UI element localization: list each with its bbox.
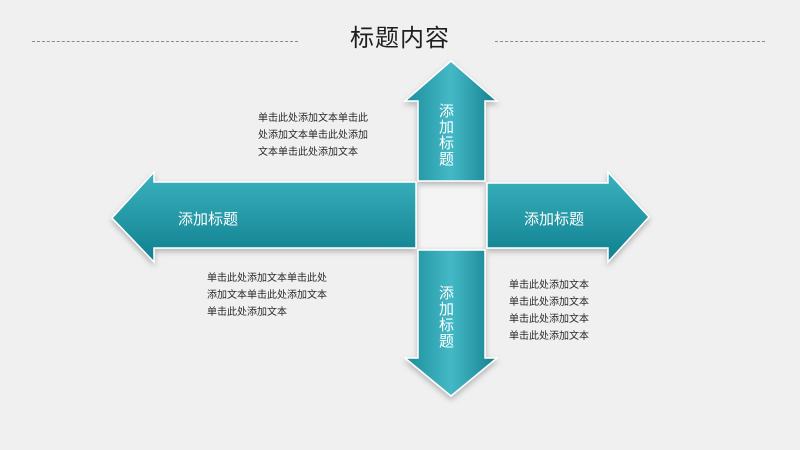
text-block-bottom-right[interactable]: 单击此处添加文本 单击此处添加文本 单击此处添加文本 单击此处添加文本 — [509, 277, 589, 345]
text-line: 单击此处添加文本 — [509, 314, 589, 325]
arrow-right-label[interactable]: 添加标题 — [524, 210, 585, 228]
text-line: 单击此处添加文本单击此处 — [207, 273, 327, 284]
text-line: 单击此处添加文本 — [509, 280, 589, 291]
arrow-left-label[interactable]: 添加标题 — [178, 210, 239, 228]
text-block-bottom-left[interactable]: 单击此处添加文本单击此处 添加文本单击此处添加文本 单击此处添加文本 — [207, 270, 327, 321]
title-divider-left — [32, 41, 298, 42]
text-line: 文本单击此处添加文本 — [258, 147, 358, 158]
slide-title[interactable]: 标题内容 — [350, 24, 450, 52]
text-line: 单击此处添加文本 — [509, 331, 589, 342]
text-line: 单击此处添加文本单击此 — [258, 113, 368, 124]
center-square — [419, 183, 484, 247]
arrow-down-label[interactable]: 添加标题 — [437, 285, 455, 349]
arrow-left[interactable] — [110, 170, 417, 264]
text-line: 单击此处添加文本 — [509, 297, 589, 308]
text-line: 处添加文本单击此处添加 — [258, 130, 368, 141]
arrow-down[interactable] — [402, 249, 500, 397]
text-block-top-left[interactable]: 单击此处添加文本单击此 处添加文本单击此处添加 文本单击此处添加文本 — [258, 110, 368, 161]
arrow-right[interactable] — [486, 170, 651, 264]
title-divider-right — [495, 41, 765, 42]
text-line: 添加文本单击此处添加文本 — [207, 290, 327, 301]
arrow-up-label[interactable]: 添加标题 — [437, 103, 455, 167]
arrow-up[interactable] — [402, 60, 500, 182]
text-line: 单击此处添加文本 — [207, 307, 287, 318]
